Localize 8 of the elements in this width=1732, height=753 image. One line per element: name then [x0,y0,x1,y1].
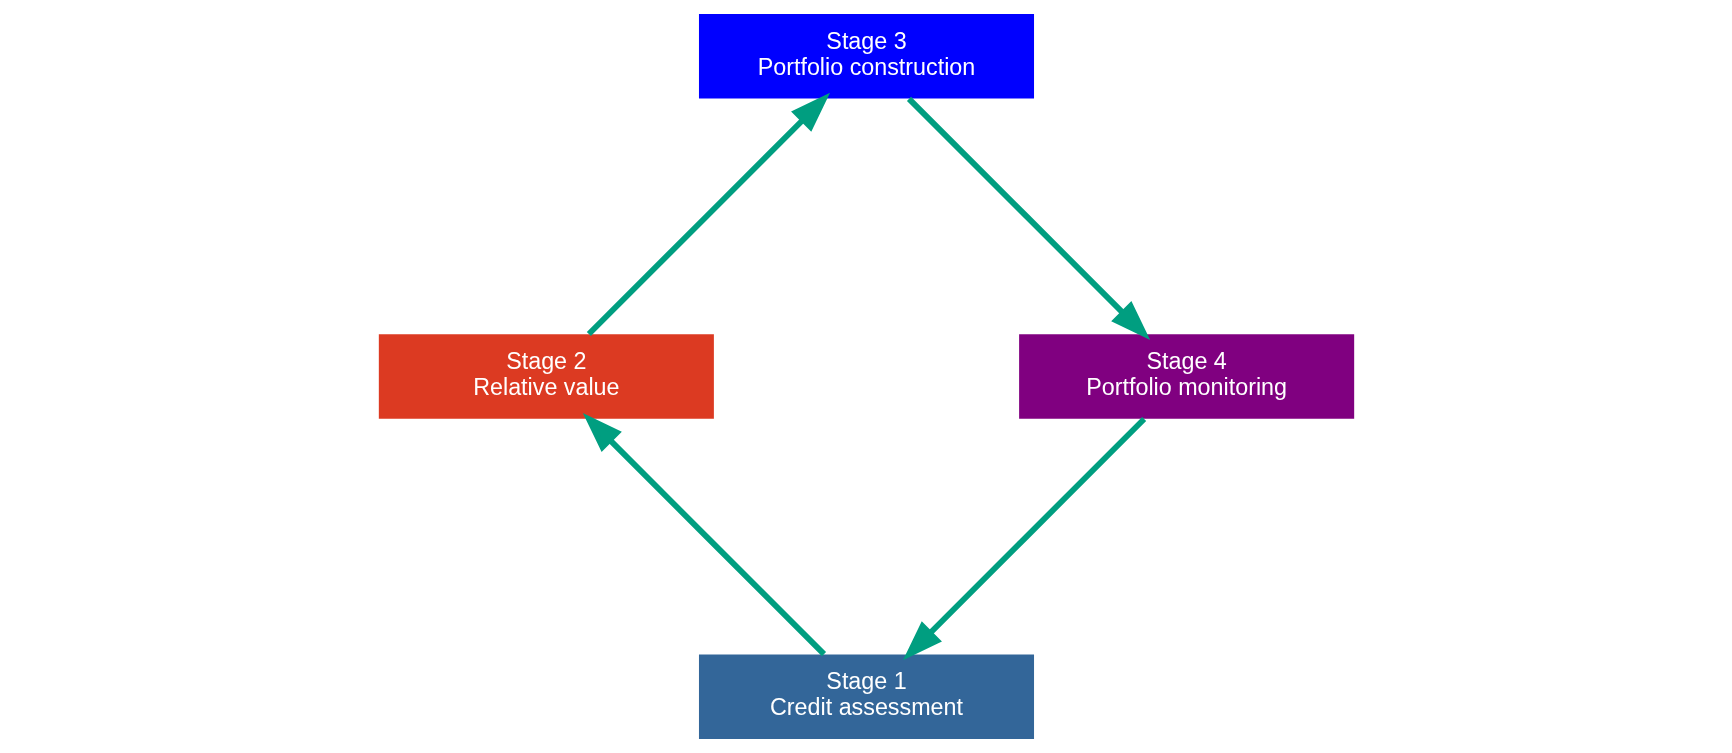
node-box: Stage 4 Portfolio monitoring [1018,334,1354,419]
node-box: Stage 2 Relative value [378,334,714,419]
arrow [906,96,1150,341]
arrow [582,412,826,657]
arrow [586,92,830,337]
arrow [902,416,1146,661]
node-box: Stage 1 Credit assessment [698,654,1034,739]
node-box: Stage 3 Portfolio construction [698,14,1034,99]
